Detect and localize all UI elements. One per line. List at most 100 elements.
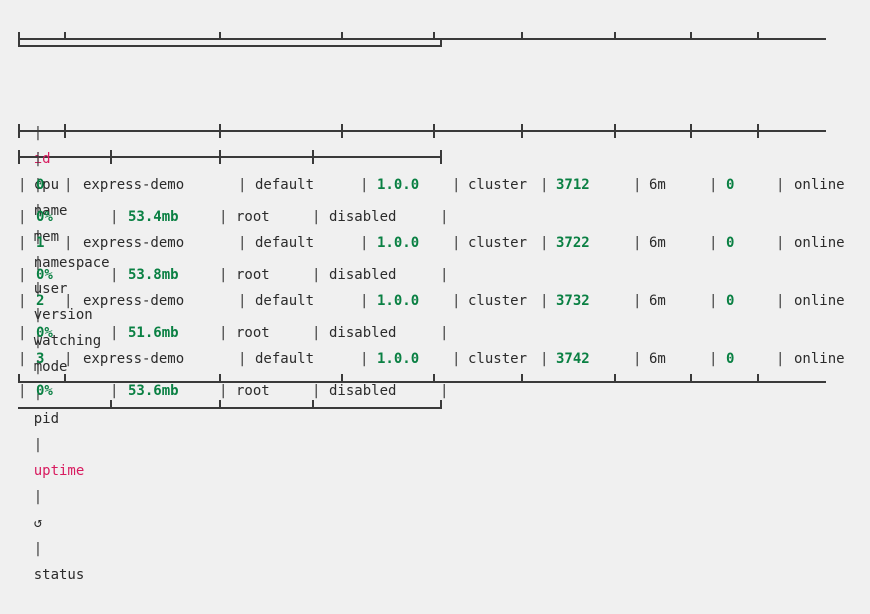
border-tick bbox=[341, 124, 343, 138]
column-separator: | bbox=[64, 351, 73, 367]
column-separator: | bbox=[360, 177, 369, 193]
column-separator: | bbox=[33, 281, 43, 297]
border-tick bbox=[18, 38, 20, 47]
column-header-id[interactable]: id bbox=[33, 151, 51, 167]
column-separator: | bbox=[33, 437, 43, 453]
table-top-rule-wide bbox=[18, 38, 826, 40]
column-header-namespace[interactable]: namespace bbox=[33, 255, 110, 271]
column-header-mem[interactable]: mem bbox=[33, 229, 60, 245]
table-header-row-secondary: | cpu | mem | user | watching | bbox=[0, 94, 145, 375]
column-separator: | bbox=[110, 383, 119, 399]
column-separator: | bbox=[312, 383, 321, 399]
column-separator: | bbox=[33, 489, 43, 505]
column-header-pid[interactable]: pid bbox=[33, 411, 60, 427]
column-separator: | bbox=[709, 177, 718, 193]
column-header-watching[interactable]: watching bbox=[33, 333, 102, 349]
cell-uptime: 6m bbox=[649, 293, 666, 309]
column-separator: | bbox=[219, 325, 228, 341]
border-tick bbox=[341, 374, 343, 383]
cell-cpu: 0% bbox=[36, 267, 53, 283]
cell-mode: cluster bbox=[468, 293, 528, 309]
cell-user: root bbox=[236, 209, 270, 225]
column-separator: | bbox=[452, 235, 461, 251]
border-tick bbox=[219, 374, 221, 383]
cell-watching: disabled bbox=[329, 267, 397, 283]
restart-count-icon[interactable]: ↺ bbox=[33, 515, 43, 531]
cell-name: express-demo bbox=[83, 235, 185, 251]
column-separator: | bbox=[776, 351, 785, 367]
column-separator: | bbox=[709, 235, 718, 251]
column-separator: | bbox=[110, 209, 119, 225]
column-separator: | bbox=[33, 177, 43, 193]
border-tick bbox=[521, 124, 523, 138]
column-header-cpu[interactable]: cpu bbox=[33, 177, 60, 193]
border-tick bbox=[433, 32, 435, 40]
border-tick bbox=[18, 32, 20, 40]
table-row-secondary[interactable]: |0%|51.6mb|root|disabled| bbox=[0, 320, 450, 346]
border-tick bbox=[757, 374, 759, 383]
cell-id: 3 bbox=[36, 351, 45, 367]
table-row[interactable]: |2|express-demo|default|1.0.0|cluster|37… bbox=[0, 288, 864, 314]
cell-status: online bbox=[794, 351, 845, 367]
column-separator: | bbox=[633, 177, 642, 193]
column-separator: | bbox=[64, 293, 73, 309]
column-separator: | bbox=[18, 293, 27, 309]
column-separator: | bbox=[452, 177, 461, 193]
cell-user: root bbox=[236, 325, 270, 341]
column-separator: | bbox=[18, 351, 27, 367]
border-tick bbox=[521, 374, 523, 383]
border-tick bbox=[64, 32, 66, 40]
column-header-name[interactable]: name bbox=[33, 203, 68, 219]
border-tick bbox=[521, 32, 523, 40]
border-tick bbox=[219, 32, 221, 40]
column-separator: | bbox=[312, 209, 321, 225]
border-tick bbox=[440, 38, 442, 47]
border-tick bbox=[341, 32, 343, 40]
column-separator: | bbox=[360, 235, 369, 251]
column-header-status[interactable]: status bbox=[33, 567, 85, 583]
column-separator: | bbox=[709, 293, 718, 309]
table-row-secondary[interactable]: |0%|53.4mb|root|disabled| bbox=[0, 204, 450, 230]
table-bottom-rule-narrow bbox=[18, 407, 442, 409]
cell-namespace: default bbox=[255, 293, 315, 309]
column-header-user[interactable]: user bbox=[33, 281, 68, 297]
table-row-secondary[interactable]: |0%|53.8mb|root|disabled| bbox=[0, 262, 450, 288]
column-separator: | bbox=[440, 325, 449, 341]
cell-watching: disabled bbox=[329, 383, 397, 399]
border-tick bbox=[110, 150, 112, 164]
column-separator: | bbox=[540, 293, 549, 309]
column-separator: | bbox=[633, 293, 642, 309]
column-separator: | bbox=[18, 177, 27, 193]
border-tick bbox=[219, 400, 221, 409]
column-separator: | bbox=[776, 293, 785, 309]
cell-uptime: 6m bbox=[649, 235, 666, 251]
column-header-uptime[interactable]: uptime bbox=[33, 463, 85, 479]
border-tick bbox=[64, 374, 66, 383]
table-row-secondary[interactable]: |0%|53.6mb|root|disabled| bbox=[0, 378, 450, 404]
cell-name: express-demo bbox=[83, 351, 185, 367]
cell-watching: disabled bbox=[329, 325, 397, 341]
table-row[interactable]: |1|express-demo|default|1.0.0|cluster|37… bbox=[0, 230, 864, 256]
column-separator: | bbox=[33, 307, 43, 323]
border-tick bbox=[18, 124, 20, 138]
border-tick bbox=[757, 124, 759, 138]
cell-id: 2 bbox=[36, 293, 45, 309]
column-separator: | bbox=[110, 267, 119, 283]
column-separator: | bbox=[452, 293, 461, 309]
cell-restarts: 0 bbox=[726, 235, 735, 251]
cell-mode: cluster bbox=[468, 177, 528, 193]
cell-mem: 53.8mb bbox=[128, 267, 179, 283]
cell-name: express-demo bbox=[83, 177, 185, 193]
column-separator: | bbox=[633, 351, 642, 367]
cell-mem: 53.4mb bbox=[128, 209, 179, 225]
table-row[interactable]: |0|express-demo|default|1.0.0|cluster|37… bbox=[0, 172, 864, 198]
column-separator: | bbox=[64, 177, 73, 193]
column-header-mode[interactable]: mode bbox=[33, 359, 68, 375]
column-header-version[interactable]: version bbox=[33, 307, 93, 323]
column-separator: | bbox=[238, 235, 247, 251]
cell-watching: disabled bbox=[329, 209, 397, 225]
table-row[interactable]: |3|express-demo|default|1.0.0|cluster|37… bbox=[0, 346, 864, 372]
cell-id: 0 bbox=[36, 177, 45, 193]
column-separator: | bbox=[18, 209, 27, 225]
column-separator: | bbox=[18, 235, 27, 251]
